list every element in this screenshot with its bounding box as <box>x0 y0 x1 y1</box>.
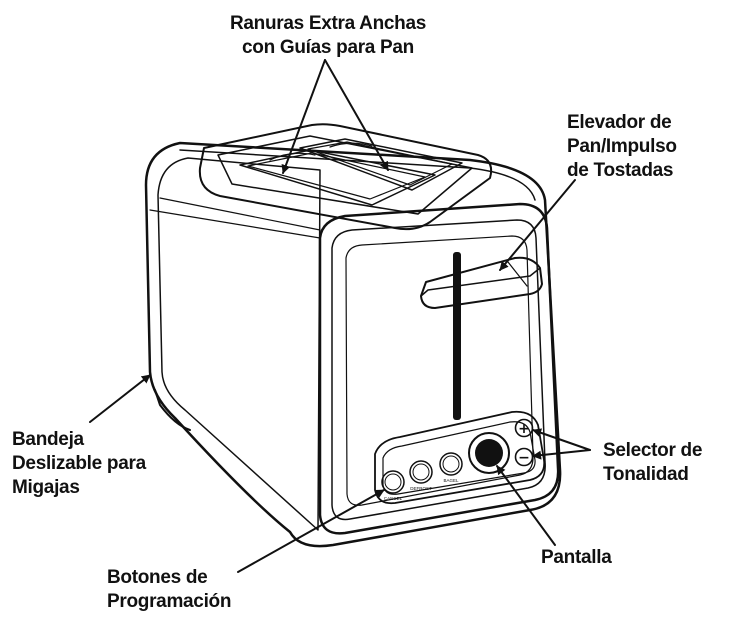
svg-text:Pan/Impulso: Pan/Impulso <box>567 136 677 157</box>
svg-text:Migajas: Migajas <box>12 477 80 498</box>
defrost-button-text: DEFROST <box>410 486 432 491</box>
svg-text:Botones de: Botones de <box>107 567 207 588</box>
label-display: Pantalla <box>541 547 612 568</box>
label-program-buttons: Botones de Programación <box>107 567 231 612</box>
cancel-button-text: CANCEL <box>384 496 403 501</box>
svg-text:Pantalla: Pantalla <box>541 547 612 568</box>
cancel-button[interactable]: CANCEL <box>381 470 405 501</box>
defrost-button[interactable]: DEFROST <box>409 460 433 491</box>
svg-text:Bandeja: Bandeja <box>12 429 85 450</box>
leader-lines <box>89 59 591 573</box>
shade-minus-button[interactable]: − <box>514 447 534 467</box>
label-shade-selector: Selector de Tonalidad <box>603 440 702 485</box>
display-screen <box>468 432 510 474</box>
svg-text:Deslizable para: Deslizable para <box>12 453 147 474</box>
svg-text:Tonalidad: Tonalidad <box>603 464 689 485</box>
plus-icon: + <box>518 421 530 437</box>
lever-slot <box>453 252 461 420</box>
minus-icon: − <box>518 450 530 466</box>
svg-text:de Tostadas: de Tostadas <box>567 160 673 181</box>
bagel-button[interactable]: BAGEL <box>439 452 463 483</box>
shade-plus-button[interactable]: + <box>514 418 534 438</box>
label-slots: Ranuras Extra Anchas con Guías para Pan <box>230 13 426 58</box>
label-crumb-tray: Bandeja Deslizable para Migajas <box>12 429 147 498</box>
svg-text:Selector de: Selector de <box>603 440 702 461</box>
label-lever: Elevador de Pan/Impulso de Tostadas <box>567 112 677 181</box>
bread-slots <box>198 123 493 231</box>
bread-lift-lever[interactable] <box>420 256 543 309</box>
svg-text:Elevador de: Elevador de <box>567 112 671 133</box>
svg-text:Ranuras Extra Anchas: Ranuras Extra Anchas <box>230 13 426 34</box>
bagel-button-text: BAGEL <box>443 478 459 483</box>
svg-text:Programación: Programación <box>107 591 231 612</box>
control-panel <box>374 410 546 505</box>
svg-text:con Guías para Pan: con Guías para Pan <box>242 37 414 58</box>
